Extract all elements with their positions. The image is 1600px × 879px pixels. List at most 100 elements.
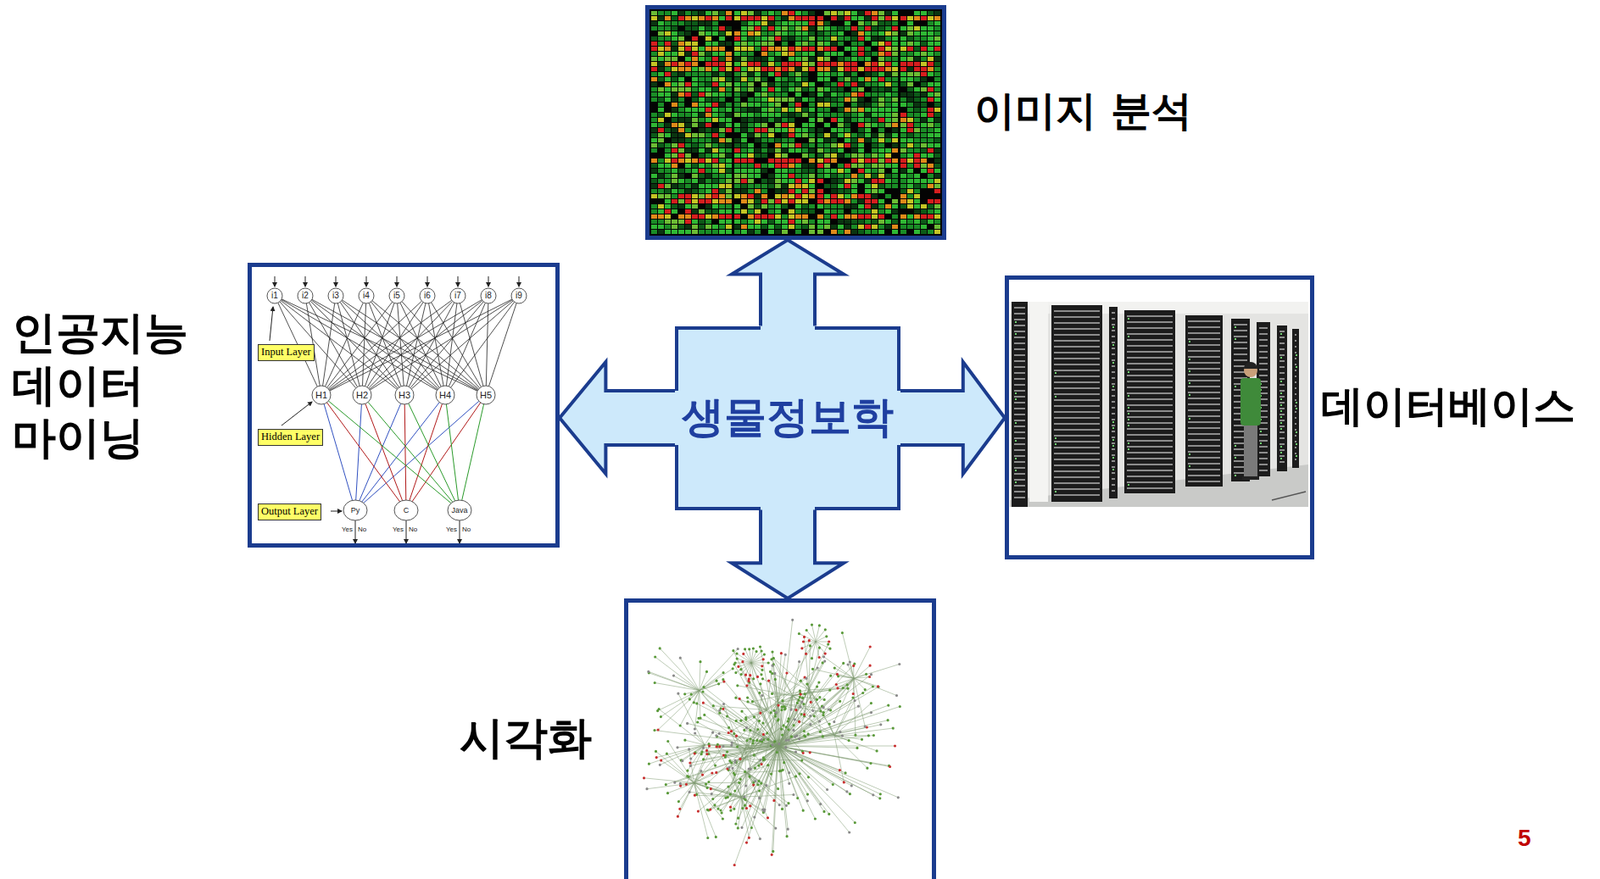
neuron-label: i8	[485, 291, 492, 301]
hidden-neuron	[395, 385, 414, 405]
label-holder: Output Layer	[257, 502, 322, 521]
microarray-spots	[651, 11, 941, 235]
label-holder: H5	[479, 390, 492, 401]
block-arrow	[559, 362, 681, 474]
hub-square	[676, 328, 899, 509]
output-yes: Yes	[341, 526, 353, 534]
output-no: No	[408, 526, 418, 534]
output-arrow	[459, 520, 461, 544]
input-arrow	[366, 276, 368, 287]
neuron-label: i2	[301, 291, 309, 301]
microarray-spots	[651, 11, 941, 235]
block-arrow-outline	[559, 362, 675, 474]
input-neuron	[480, 288, 497, 304]
server-room-photo	[1009, 301, 1309, 508]
input-neuron	[419, 288, 435, 304]
output-arrow	[406, 520, 407, 544]
photo-wall	[1009, 301, 1309, 508]
input-neuron	[511, 288, 527, 304]
graph-links	[644, 619, 901, 865]
label-holder: i9	[515, 291, 523, 301]
neuron-label: Java	[451, 507, 468, 515]
server-rack	[1011, 301, 1028, 508]
output-yes: Yes	[445, 526, 458, 534]
label-holder: i2	[301, 291, 309, 301]
output-neuron	[343, 500, 368, 521]
label-holder: H2	[356, 390, 368, 401]
output-arrow	[355, 520, 357, 544]
network-graph	[642, 618, 902, 867]
label-holder: Yes	[445, 526, 458, 534]
label-holder: i6	[423, 291, 431, 301]
layer-tag: Output Layer	[257, 503, 322, 521]
label-holder: C	[403, 507, 410, 515]
block-arrow-outline	[731, 239, 844, 327]
leader-arrow	[330, 511, 342, 513]
rack-leds	[1014, 317, 1298, 493]
output-yes: Yes	[392, 526, 404, 534]
leader-arrow	[281, 401, 313, 426]
graph-nodes	[647, 623, 902, 853]
neuron-label: i3	[332, 291, 340, 301]
input-arrow	[305, 276, 307, 287]
panel-heading-text: 데이터베이스	[1321, 380, 1576, 432]
person-hair	[1243, 362, 1258, 369]
input-arrow	[457, 276, 459, 287]
label-holder: i1	[271, 291, 279, 301]
hidden-neuron	[312, 385, 331, 405]
output-neuron	[447, 500, 472, 521]
label-holder: i8	[485, 291, 492, 301]
person-shoes	[1242, 476, 1260, 480]
output-no: No	[357, 526, 367, 534]
hidden-output-links	[327, 402, 481, 502]
neuron-label: i1	[271, 291, 279, 301]
panel-heading: 데이터베이스	[1321, 380, 1576, 432]
microarray-ground	[649, 9, 943, 236]
panel-heading: 인공지능 데이터 마이닝	[11, 306, 233, 464]
output-no: No	[462, 526, 471, 534]
block-arrow-fill	[731, 505, 844, 600]
neuron-label: H2	[356, 390, 368, 401]
input-neuron	[389, 288, 405, 304]
visualization-panel: 시각화	[624, 598, 937, 879]
leader-arrow	[269, 306, 274, 341]
input-arrow	[396, 276, 398, 287]
block-arrow-fill	[731, 239, 844, 332]
microarray-image	[651, 11, 941, 235]
block-arrow-fill	[559, 362, 681, 474]
label-holder: 5	[1517, 826, 1532, 851]
server-rack	[1185, 315, 1223, 487]
input-arrow	[274, 276, 276, 287]
server-rack	[1124, 310, 1176, 494]
input-neuron	[328, 288, 344, 304]
label-holder: H1	[315, 390, 328, 401]
bioinformatics-hub: 생물정보학	[674, 326, 901, 511]
rack-units	[1014, 306, 1297, 499]
microarray-spots	[651, 11, 941, 235]
hidden-neuron	[435, 385, 455, 405]
input-neuron	[267, 288, 283, 304]
input-arrow	[335, 276, 337, 287]
label-holder: Java	[451, 507, 468, 515]
page-number: 5	[1517, 826, 1532, 851]
microarray-spots	[651, 11, 941, 235]
graph-nodes	[645, 618, 901, 842]
neuron-label: C	[403, 507, 410, 515]
neuron-label: H3	[398, 390, 411, 401]
label-holder: Py	[351, 507, 361, 515]
input-neuron	[450, 288, 466, 304]
layer-tag: Input Layer	[257, 344, 315, 362]
label-holder: No	[462, 526, 471, 534]
label-holder: No	[408, 526, 418, 534]
output-neuron	[394, 500, 419, 521]
label-holder: H3	[398, 390, 411, 401]
label-holder: i4	[362, 291, 370, 301]
panel-heading: 시각화	[459, 711, 592, 764]
layer-tag: Hidden Layer	[257, 429, 324, 446]
neuron-label: H5	[479, 390, 492, 401]
label-holder: H4	[439, 390, 452, 401]
input-neuron	[358, 288, 374, 304]
image-analysis-panel: 이미지 분석	[645, 5, 947, 240]
label-holder: No	[357, 526, 367, 534]
